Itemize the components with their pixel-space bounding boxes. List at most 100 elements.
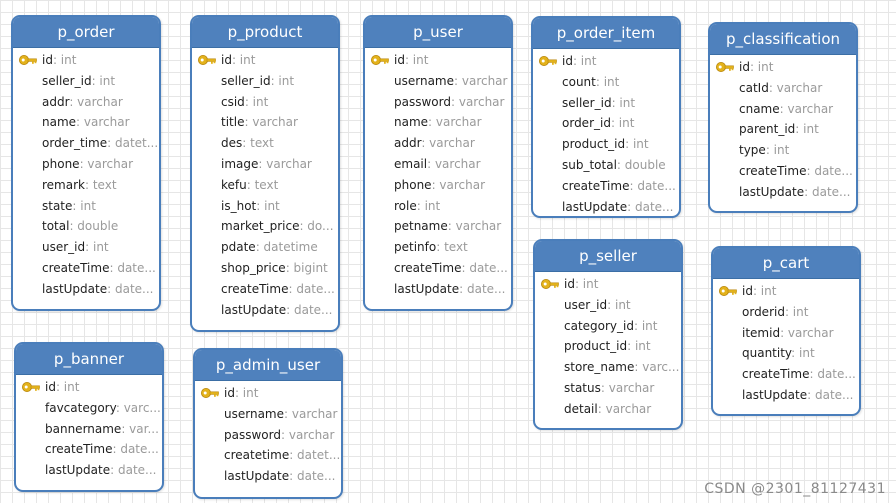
field-row[interactable]: product_id: int <box>535 336 681 357</box>
field-row[interactable]: remark: text <box>13 175 159 196</box>
field-row[interactable]: pdate: datetime <box>192 237 338 258</box>
field-row[interactable]: bannername: var... <box>16 419 162 440</box>
field-row[interactable]: user_id: int <box>535 295 681 316</box>
field-type: : varchar <box>427 156 481 171</box>
field-row[interactable]: catId: varchar <box>710 78 856 99</box>
field-row[interactable]: title: varchar <box>192 112 338 133</box>
field-row[interactable]: csid: int <box>192 92 338 113</box>
field-row[interactable]: email: varchar <box>365 154 511 175</box>
field-row[interactable]: phone: varchar <box>13 154 159 175</box>
field-row[interactable]: orderid: int <box>713 302 859 323</box>
field-row[interactable]: itemid: varchar <box>713 323 859 344</box>
field-row[interactable]: quantity: int <box>713 343 859 364</box>
field-row[interactable]: createTime: date... <box>365 258 511 279</box>
field-name: lastUpdate <box>394 281 460 296</box>
field-row[interactable]: count: int <box>533 72 679 93</box>
field-row[interactable]: product_id: int <box>533 134 679 155</box>
primary-key-field[interactable]: id: int <box>16 377 162 398</box>
field-row[interactable]: lastUpdate: date... <box>713 385 859 406</box>
field-row[interactable]: username: varchar <box>195 404 341 425</box>
field-row[interactable]: lastUpdate: date... <box>192 300 338 321</box>
field-row[interactable]: kefu: text <box>192 175 338 196</box>
field-row[interactable]: password: varchar <box>195 425 341 446</box>
field-row[interactable]: lastUpdate: date... <box>533 197 679 216</box>
field-row[interactable]: image: varchar <box>192 154 338 175</box>
field-row[interactable]: sub_total: double <box>533 155 679 176</box>
field-row[interactable]: state: int <box>13 196 159 217</box>
field-row[interactable]: lastUpdate: date... <box>195 466 341 487</box>
primary-key-field[interactable]: id: int <box>192 50 338 71</box>
field-row[interactable]: type: int <box>710 140 856 161</box>
field-row[interactable]: des: text <box>192 133 338 154</box>
field-row[interactable]: createTime: date... <box>13 258 159 279</box>
field-row[interactable]: store_name: varc... <box>535 357 681 378</box>
field-row[interactable]: createTime: date... <box>710 161 856 182</box>
field-row[interactable]: lastUpdate: date... <box>710 182 856 203</box>
field-row[interactable]: createTime: date... <box>533 176 679 197</box>
primary-key-field[interactable]: id: int <box>365 50 511 71</box>
field-name: password <box>394 94 451 109</box>
primary-key-field[interactable]: id: int <box>710 57 856 78</box>
field-row[interactable]: market_price: do... <box>192 216 338 237</box>
field-row[interactable]: lastUpdate: date... <box>16 460 162 481</box>
primary-key-field[interactable]: id: int <box>195 383 341 404</box>
field-row[interactable]: username: varchar <box>365 71 511 92</box>
field-type: : varchar <box>779 101 834 116</box>
field-row[interactable]: createTime: date... <box>713 364 859 385</box>
field-row[interactable]: password: varchar <box>365 92 511 113</box>
primary-key-field[interactable]: id: int <box>713 281 859 302</box>
field-row[interactable]: is_hot: int <box>192 196 338 217</box>
field-row[interactable]: seller_id: int <box>13 71 159 92</box>
field-row[interactable]: order_id: int <box>533 113 679 134</box>
field-row[interactable]: user_id: int <box>13 237 159 258</box>
field-row[interactable]: order_time: datet... <box>13 133 159 154</box>
field-row[interactable]: category_id: int <box>535 316 681 337</box>
field-type: : date... <box>286 302 333 317</box>
field-row[interactable]: createTime: date... <box>16 439 162 460</box>
primary-key-field[interactable]: id: int <box>533 51 679 72</box>
field-row[interactable]: phone: varchar <box>365 175 511 196</box>
field-name: createTime <box>742 367 810 382</box>
field-row[interactable]: createtime: datet... <box>195 445 341 466</box>
field-row[interactable]: name: varchar <box>365 112 511 133</box>
field-row[interactable]: addr: varchar <box>365 133 511 154</box>
field-row[interactable]: lastUpdate: date... <box>13 279 159 300</box>
field-name: id <box>394 53 405 67</box>
field-row[interactable]: lastUpdate: date... <box>365 279 511 300</box>
field-row[interactable]: addr: varchar <box>13 92 159 113</box>
field-type: : date... <box>806 163 853 178</box>
field-row[interactable]: parent_id: int <box>710 119 856 140</box>
primary-key-field[interactable]: id: int <box>13 50 159 71</box>
field-type: : varchar <box>284 406 338 421</box>
field-type: : varchar <box>431 177 486 192</box>
field-row[interactable]: cname: varchar <box>710 99 856 120</box>
field-row[interactable]: petname: varchar <box>365 216 511 237</box>
field-row[interactable]: detail: varchar <box>535 399 681 420</box>
field-row[interactable]: shop_price: bigint <box>192 258 338 279</box>
key-icon <box>19 53 37 67</box>
field-row[interactable]: name: varchar <box>13 112 159 133</box>
field-row[interactable]: total: double <box>13 216 159 237</box>
field-name: username <box>394 73 454 88</box>
field-name: is_hot <box>221 198 257 213</box>
field-row[interactable]: createTime: date... <box>192 279 338 300</box>
primary-key-field[interactable]: id: int <box>535 274 681 295</box>
field-type: : varchar <box>447 219 502 234</box>
field-name: addr <box>42 94 70 109</box>
field-type: : varchar <box>780 325 834 340</box>
field-row[interactable]: favcategory: varc... <box>16 398 162 419</box>
field-row[interactable]: status: varchar <box>535 378 681 399</box>
field-row[interactable]: seller_id: int <box>192 71 338 92</box>
field-row[interactable]: seller_id: int <box>533 93 679 114</box>
field-row[interactable]: petinfo: text <box>365 237 511 258</box>
field-row[interactable]: role: int <box>365 196 511 217</box>
